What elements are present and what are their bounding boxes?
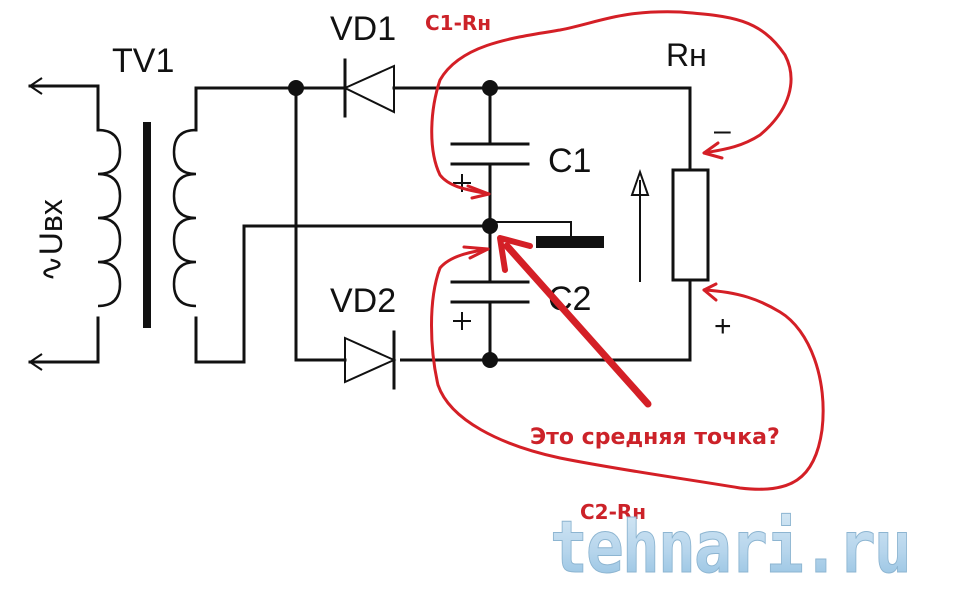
diode-vd2 [328, 330, 400, 390]
input-terminals [28, 77, 100, 371]
primary-winding [97, 128, 122, 308]
input-voltage-label: ∿Uвх [33, 199, 69, 282]
ground-symbol [536, 236, 604, 248]
right-rails [482, 80, 692, 368]
watermark: tehnari.ru [550, 505, 910, 589]
transformer-label: TV1 [112, 42, 174, 80]
annotation-arrow-midpoint [497, 235, 652, 408]
diode-vd1 [294, 58, 492, 118]
annotation-loop-top [430, 10, 793, 200]
midpoint-junction [482, 218, 498, 234]
diode-vd2-label: VD2 [330, 282, 396, 320]
transformer-core [143, 122, 151, 328]
load-resistor [671, 168, 710, 282]
capacitor-c1 [450, 86, 530, 228]
capacitor-c2 [450, 224, 530, 362]
secondary-winding [172, 86, 492, 364]
resistor-minus-sign: – [714, 114, 731, 147]
annotation-label-top: C1-Rн [425, 11, 491, 35]
annotation-loop-bottom [430, 245, 825, 491]
diode-vd1-label: VD1 [330, 10, 396, 48]
annotation-question: Это средняя точка? [530, 425, 780, 450]
midpoint-ground [482, 218, 604, 248]
capacitor-c1-label: C1 [548, 142, 591, 180]
annotation-label-bottom: C2-Rн [580, 500, 646, 524]
resistor-plus-sign: + [714, 310, 732, 343]
voltage-arrow [630, 168, 650, 282]
load-resistor-label: Rн [666, 37, 707, 73]
